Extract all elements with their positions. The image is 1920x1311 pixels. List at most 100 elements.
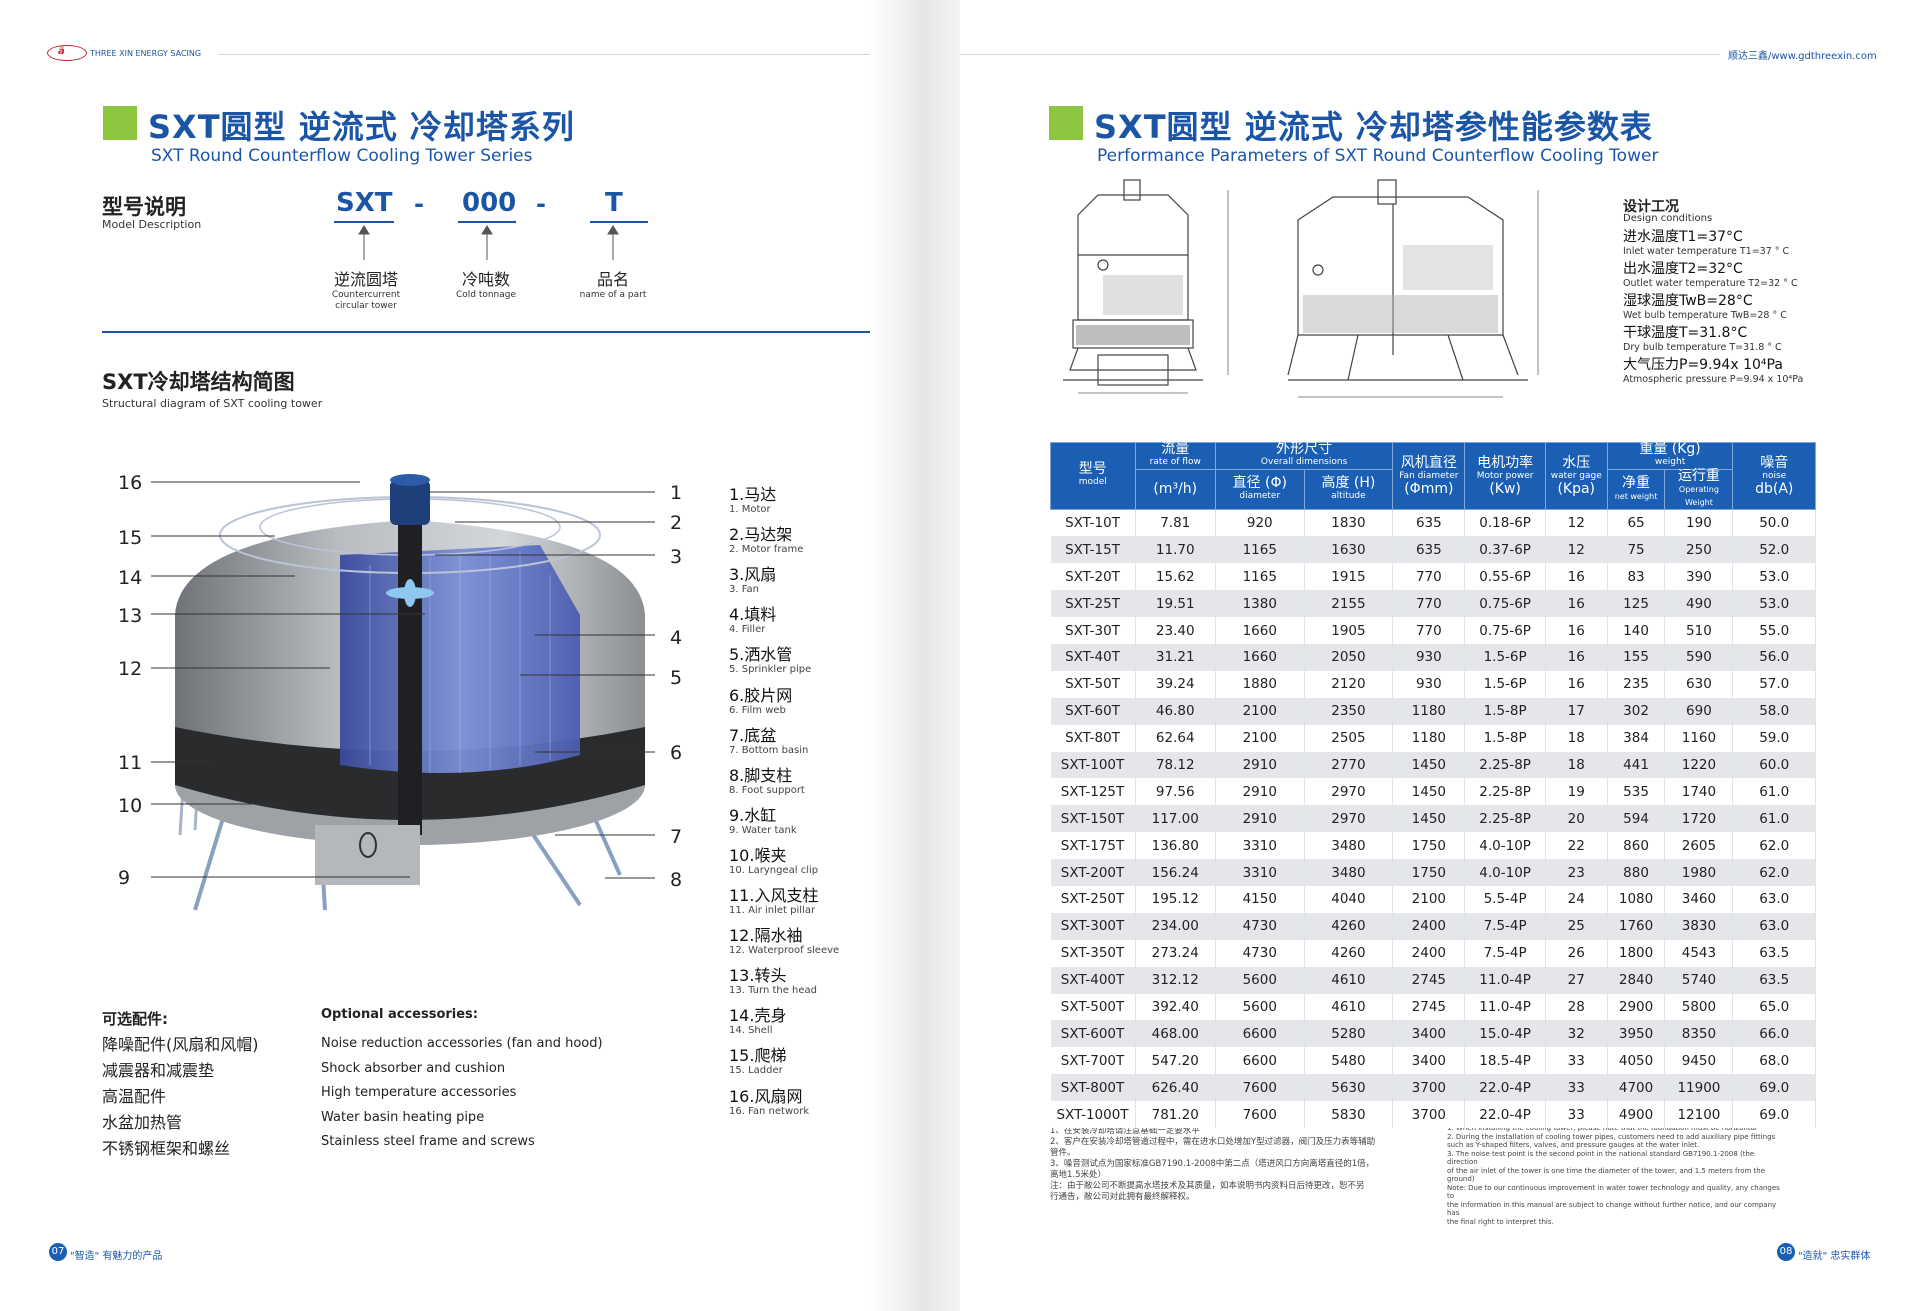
table-cell: 16 <box>1545 670 1608 698</box>
part-label-cn: 13.转头 <box>729 966 787 986</box>
part-label-cn: 6.胶片网 <box>729 685 793 705</box>
table-cell: 1220 <box>1664 751 1734 779</box>
table-cell: 2970 <box>1304 805 1394 833</box>
note-line-en: 1. When installing the cooling tower, pl… <box>1447 1124 1757 1132</box>
callout-number-right: 1 <box>670 482 683 504</box>
table-cell: 22 <box>1545 832 1608 860</box>
table-cell: 0.37-6P <box>1464 536 1546 564</box>
table-cell: 155 <box>1607 643 1666 671</box>
code-000: 000 <box>462 188 517 218</box>
table-cell: 26 <box>1545 939 1608 967</box>
accessory-item-cn: 水盆加热管 <box>102 1113 183 1132</box>
design-title: 设计工况 <box>1623 199 1679 215</box>
callout-number-left: 9 <box>118 867 131 889</box>
table-cell: 59.0 <box>1732 724 1816 752</box>
table-cell: SXT-400T <box>1050 966 1136 994</box>
table-cell: SXT-50T <box>1050 670 1136 698</box>
callout-number-left: 14 <box>118 567 143 589</box>
condition-cn: 出水温度T2=32°C <box>1623 261 1743 277</box>
table-cell: 7600 <box>1215 1101 1305 1128</box>
table-cell: 626.40 <box>1135 1074 1216 1102</box>
table-cell: 4260 <box>1304 939 1394 967</box>
table-cell: 12100 <box>1664 1101 1734 1128</box>
table-cell: 770 <box>1392 590 1466 618</box>
part-label-cn: 14.壳身 <box>729 1006 787 1026</box>
table-cell: 880 <box>1607 859 1666 886</box>
table-cell: SXT-700T <box>1050 1047 1136 1075</box>
part-label-en: 11. Air inlet pillar <box>729 905 816 916</box>
condition-cn: 湿球温度TwB=28°C <box>1623 293 1753 309</box>
table-cell: 384 <box>1607 724 1666 752</box>
callout-number-right: 3 <box>670 546 683 568</box>
table-cell: 61.0 <box>1732 805 1816 833</box>
page-number-left: 07 <box>49 1243 67 1261</box>
part-label-cn: 4.填料 <box>729 605 777 625</box>
accessory-item-cn: 高温配件 <box>102 1087 167 1106</box>
page-number-right: 08 <box>1777 1243 1795 1261</box>
table-cell: 2910 <box>1215 778 1305 806</box>
table-cell: 2100 <box>1215 697 1305 725</box>
footer-left: "智造" 有魅力的产品 <box>70 1251 163 1262</box>
condition-en: Wet bulb temperature TwB=28 ° C <box>1623 310 1787 321</box>
condition-en: Outlet water temperature T2=32 ° C <box>1623 278 1798 289</box>
table-cell: 3700 <box>1392 1074 1466 1102</box>
title-marker <box>103 106 137 140</box>
table-cell: 1.5-8P <box>1464 724 1546 752</box>
table-cell: 3480 <box>1304 859 1394 886</box>
note-line-cn: 管件。 <box>1050 1148 1076 1158</box>
table-cell: 66.0 <box>1732 1020 1816 1048</box>
table-cell: 2745 <box>1392 966 1466 994</box>
table-cell: 690 <box>1664 697 1734 725</box>
table-cell: 7.5-4P <box>1464 912 1546 940</box>
table-cell: 58.0 <box>1732 697 1816 725</box>
table-cell: 16 <box>1545 590 1608 618</box>
part-label-en: 10. Laryngeal clip <box>729 864 819 876</box>
table-cell: 11.70 <box>1135 536 1216 564</box>
part-label-en: 14. Shell <box>729 1025 773 1037</box>
callout-number-left: 15 <box>118 527 143 549</box>
table-cell: 5800 <box>1664 993 1734 1021</box>
table-cell: 5630 <box>1304 1074 1394 1102</box>
accessories-title-cn: 可选配件: <box>102 1010 168 1028</box>
table-cell: 24 <box>1545 885 1608 913</box>
table-cell: 25 <box>1545 912 1608 940</box>
table-cell: 4700 <box>1607 1074 1666 1102</box>
table-cell: 117.00 <box>1135 805 1216 833</box>
table-cell: 8350 <box>1664 1020 1734 1048</box>
table-cell: 125 <box>1607 590 1666 618</box>
table-cell: SXT-15T <box>1050 536 1136 564</box>
table-cell: 190 <box>1664 509 1734 537</box>
accessory-item-cn: 不锈钢框架和螺丝 <box>102 1139 231 1158</box>
note-line-cn: 行通告，敝公司对此拥有最终解释权。 <box>1050 1192 1195 1202</box>
part-label-en: 1. Motor <box>729 504 771 515</box>
table-cell: 33 <box>1545 1101 1608 1128</box>
table-cell: 590 <box>1664 643 1734 671</box>
table-cell: SXT-25T <box>1050 590 1136 618</box>
table-cell: 4260 <box>1304 912 1394 940</box>
part-label-en: 16. Fan network <box>729 1105 810 1117</box>
table-cell: 2910 <box>1215 751 1305 779</box>
table-cell: 1720 <box>1664 805 1734 833</box>
table-cell: 2.25-8P <box>1464 751 1546 779</box>
note-line-en: the information in this manual are subje… <box>1447 1200 1777 1218</box>
table-cell: 65.0 <box>1732 993 1816 1021</box>
condition-en: Atmospheric pressure P=9.94 x 10⁴Pa <box>1623 374 1804 385</box>
table-cell: 302 <box>1607 697 1666 725</box>
accessory-item-en: High temperature accessories <box>321 1085 517 1100</box>
condition-en: Inlet water temperature T1=37 ° C <box>1623 246 1790 257</box>
accessory-item-en: Shock absorber and cushion <box>321 1060 506 1076</box>
accessory-item-cn: 减震器和减震垫 <box>102 1061 215 1080</box>
table-cell: 78.12 <box>1135 751 1216 779</box>
table-cell: 0.55-6P <box>1464 563 1546 591</box>
part-label-en: 4. Filler <box>729 624 766 636</box>
